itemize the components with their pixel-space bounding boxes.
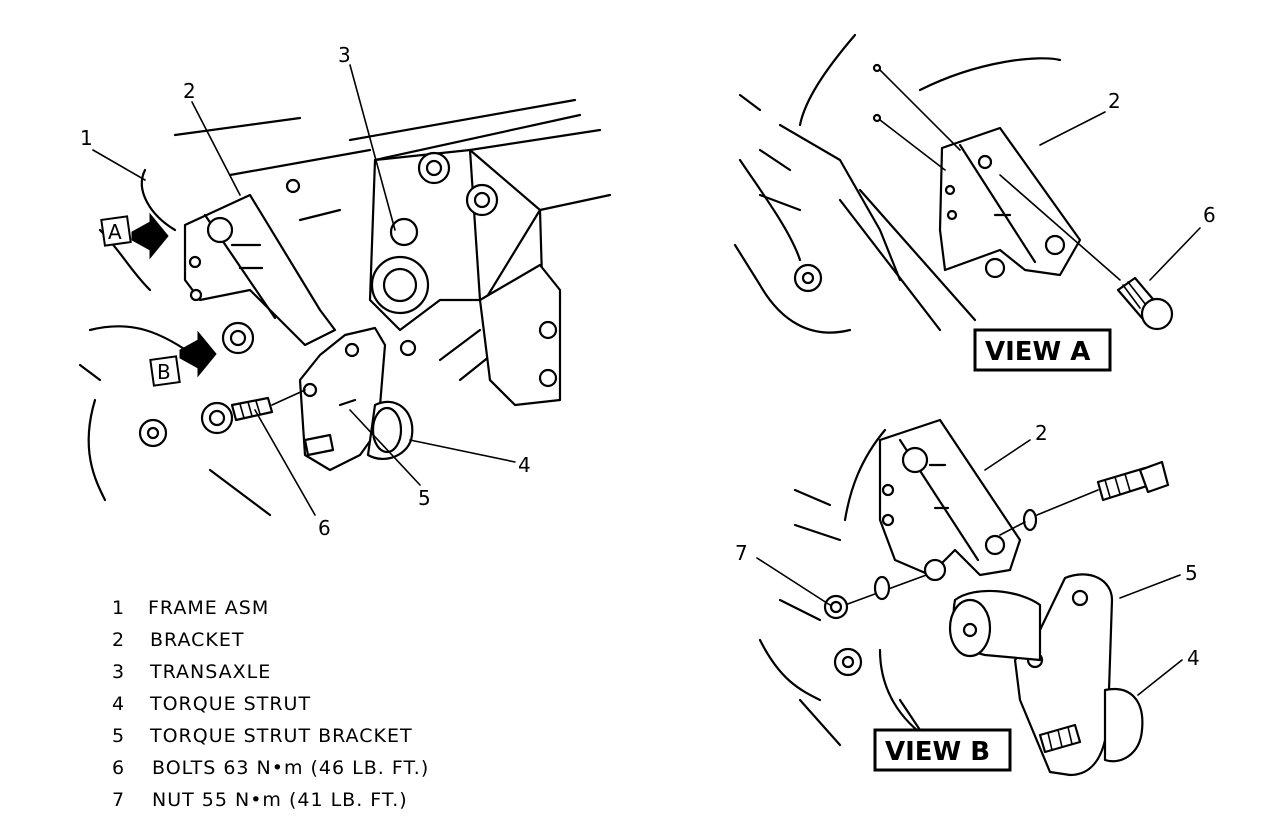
view-a-bolt-6 — [1116, 276, 1174, 331]
transaxle-bolt — [465, 183, 499, 217]
legend-item: 6 BOLTS 63 N•m (46 LB. FT.) — [112, 757, 429, 779]
svg-text:1: 1 — [112, 597, 125, 619]
view-b-nut-7 — [823, 569, 941, 620]
svg-text:3: 3 — [112, 661, 125, 683]
svg-text:NUT 55 N•m (41 LB. FT.): NUT 55 N•m (41 LB. FT.) — [152, 789, 408, 811]
svg-text:VIEW A: VIEW A — [985, 337, 1090, 367]
view-a-arrow[interactable]: A — [100, 212, 169, 260]
view-b-torque-strut — [1103, 687, 1144, 763]
view-b-callout-4: 4 — [1187, 646, 1200, 670]
view-b-callout-7: 7 — [735, 541, 748, 565]
view-a-label: VIEW A — [973, 328, 1112, 372]
svg-text:TORQUE STRUT: TORQUE STRUT — [149, 693, 311, 715]
view-a-callout-2: 2 — [1108, 89, 1121, 113]
view-b-arrow[interactable]: B — [149, 330, 217, 387]
svg-text:5: 5 — [112, 725, 125, 747]
svg-text:6: 6 — [112, 757, 125, 779]
view-b-bolt — [999, 460, 1170, 536]
svg-text:VIEW B: VIEW B — [885, 737, 990, 767]
callout-1: 1 — [80, 126, 93, 150]
view-a-bracket — [938, 126, 1082, 277]
legend-item: 3 TRANSAXLE — [112, 661, 271, 683]
legend-item: 4 TORQUE STRUT — [112, 693, 311, 715]
legend-item: 5 TORQUE STRUT BRACKET — [112, 725, 413, 747]
legend-item: 1 FRAME ASM — [112, 597, 269, 619]
svg-text:4: 4 — [112, 693, 125, 715]
view-a-detail: 2 6 VIEW A — [733, 33, 1216, 372]
svg-text:BOLTS 63 N•m (46 LB. FT.): BOLTS 63 N•m (46 LB. FT.) — [152, 757, 429, 779]
transaxle-bolt — [389, 217, 419, 247]
view-b-callout-2: 2 — [1035, 421, 1048, 445]
svg-text:A: A — [108, 220, 122, 244]
callout-4: 4 — [518, 453, 531, 477]
svg-text:7: 7 — [112, 789, 125, 811]
svg-text:FRAME ASM: FRAME ASM — [148, 597, 269, 619]
callout-2: 2 — [183, 79, 196, 103]
svg-text:BRACKET: BRACKET — [150, 629, 244, 651]
view-b-callout-5: 5 — [1185, 561, 1198, 585]
view-a-callout-6: 6 — [1203, 203, 1216, 227]
torque-strut-bracket-part — [298, 326, 387, 472]
parts-legend: 1 FRAME ASM 2 BRACKET 3 TRANSAXLE 4 TORQ… — [112, 597, 429, 811]
main-view: A B 1 2 3 4 5 6 — [78, 43, 612, 540]
bolt-6 — [200, 389, 306, 435]
view-b-detail: 2 5 4 7 VIEW B — [735, 418, 1200, 777]
legend-item: 2 BRACKET — [112, 629, 244, 651]
svg-text:TORQUE STRUT BRACKET: TORQUE STRUT BRACKET — [149, 725, 413, 747]
legend-item: 7 NUT 55 N•m (41 LB. FT.) — [112, 789, 408, 811]
callout-5: 5 — [418, 486, 431, 510]
svg-text:2: 2 — [112, 629, 125, 651]
callout-6: 6 — [318, 516, 331, 540]
svg-text:TRANSAXLE: TRANSAXLE — [149, 661, 271, 683]
transaxle-bolt — [417, 151, 451, 185]
callout-3: 3 — [338, 43, 351, 67]
svg-text:B: B — [157, 360, 171, 384]
view-b-label: VIEW B — [873, 728, 1012, 772]
